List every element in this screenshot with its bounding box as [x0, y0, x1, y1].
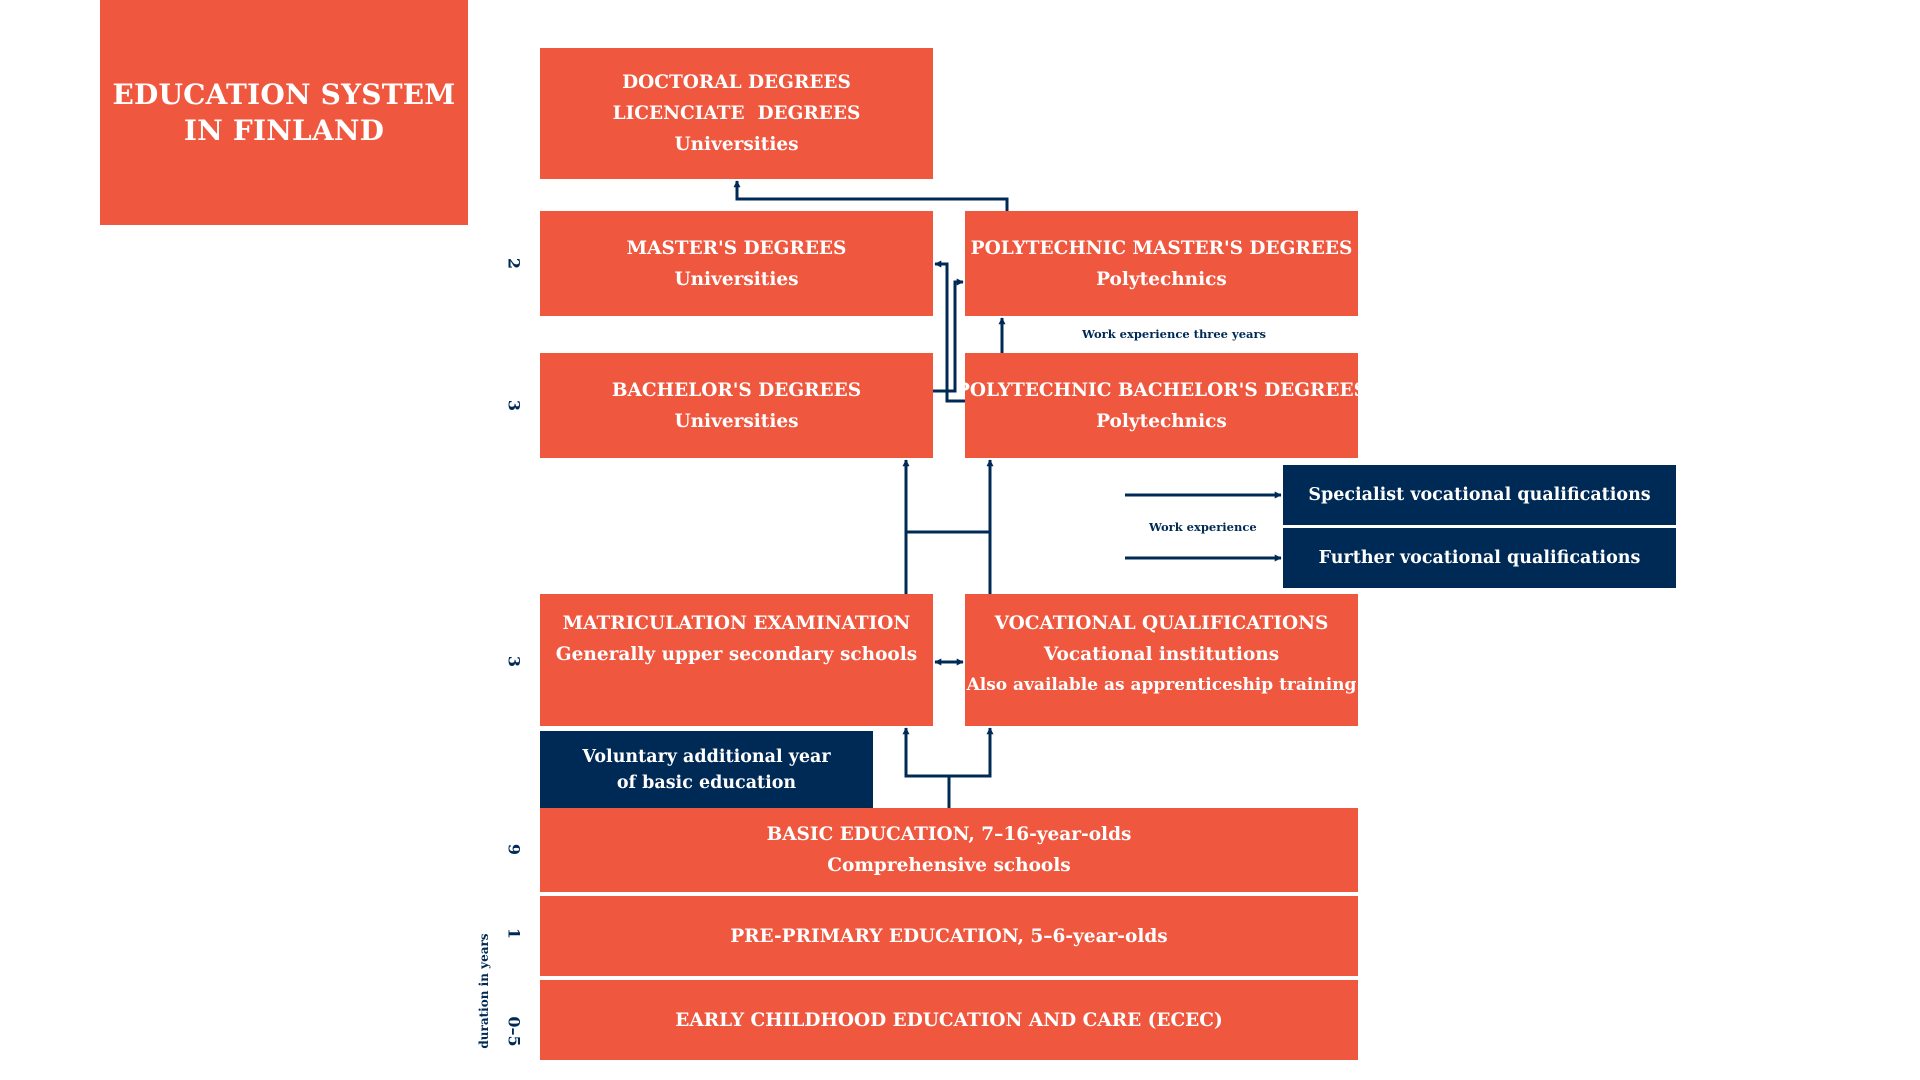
arrow-poly-bachelors-to-masters	[934, 260, 965, 403]
bachelors-degrees-box: BACHELOR'S DEGREES Universities	[540, 353, 933, 458]
voluntary-line-2: of basic education	[616, 772, 797, 793]
preprimary-label: PRE-PRIMARY EDUCATION, 5–6-year-olds	[730, 925, 1168, 947]
arrow-poly-masters-to-doctoral	[733, 180, 1009, 211]
polytechnic-bachelors-degrees-box: POLYTECHNIC BACHELOR'S DEGREES Polytechn…	[956, 353, 1367, 458]
title-block: EDUCATION SYSTEM IN FINLAND	[100, 0, 468, 225]
doctoral-line-2: LICENCIATE DEGREES	[612, 103, 861, 124]
poly-masters-line-1: POLYTECHNIC MASTER'S DEGREES	[970, 237, 1353, 259]
vocational-line-3: Also available as apprenticeship trainin…	[966, 675, 1357, 695]
bachelors-line-1: BACHELOR'S DEGREES	[611, 379, 862, 401]
doctoral-degrees-box: DOCTORAL DEGREES LICENCIATE DEGREES Univ…	[540, 48, 933, 179]
matriculation-line-1: MATRICULATION EXAMINATION	[562, 613, 911, 634]
arrow-basic-to-vocational	[949, 727, 994, 778]
doctoral-line-1: DOCTORAL DEGREES	[622, 72, 851, 93]
basic-line-2: Comprehensive schools	[827, 855, 1071, 876]
pre-primary-education-box: PRE-PRIMARY EDUCATION, 5–6-year-olds	[540, 896, 1358, 976]
specialist-vocational-qualifications-box: Specialist vocational qualifications	[1283, 465, 1676, 525]
doctoral-line-3: Universities	[674, 134, 799, 155]
arrow-bachelors-to-poly-masters	[933, 278, 964, 393]
vocational-line-1: VOCATIONAL QUALIFICATIONS	[994, 613, 1329, 634]
basic-education-box: BASIC EDUCATION, 7–16-year-olds Comprehe…	[540, 808, 1358, 892]
further-vocational-qualifications-box: Further vocational qualifications	[1283, 528, 1676, 588]
matriculation-examination-box: MATRICULATION EXAMINATION Generally uppe…	[540, 594, 933, 726]
specialist-label: Specialist vocational qualifications	[1308, 485, 1651, 505]
work-experience-three-years-note: Work experience three years	[1082, 327, 1266, 341]
basic-line-1: BASIC EDUCATION, 7–16-year-olds	[766, 824, 1132, 845]
poly-bachelors-line-1: POLYTECHNIC BACHELOR'S DEGREES	[956, 379, 1367, 401]
ecec-label: EARLY CHILDHOOD EDUCATION AND CARE (ECEC…	[675, 1009, 1223, 1031]
masters-degrees-box: MASTER'S DEGREES Universities	[540, 211, 933, 316]
further-label: Further vocational qualifications	[1318, 548, 1641, 568]
masters-line-1: MASTER'S DEGREES	[626, 237, 847, 259]
poly-bachelors-line-2: Polytechnics	[1096, 410, 1227, 432]
arrow-basic-to-matriculation	[902, 727, 951, 808]
polytechnic-masters-degrees-box: POLYTECHNIC MASTER'S DEGREES Polytechnic…	[965, 211, 1358, 316]
poly-masters-line-2: Polytechnics	[1096, 268, 1227, 290]
work-experience-note: Work experience	[1149, 520, 1257, 534]
masters-line-2: Universities	[674, 268, 799, 290]
bachelors-line-2: Universities	[674, 410, 799, 432]
title-line-1: EDUCATION SYSTEM	[112, 77, 456, 111]
voluntary-line-1: Voluntary additional year	[582, 746, 831, 767]
ecec-box: EARLY CHILDHOOD EDUCATION AND CARE (ECEC…	[540, 980, 1358, 1060]
vocational-line-2: Vocational institutions	[1043, 644, 1280, 665]
title-line-2: IN FINLAND	[183, 113, 385, 147]
vocational-qualifications-box: VOCATIONAL QUALIFICATIONS Vocational ins…	[965, 594, 1358, 726]
voluntary-additional-year-box: Voluntary additional year of basic educa…	[540, 731, 873, 808]
matriculation-line-2: Generally upper secondary schools	[555, 644, 918, 665]
